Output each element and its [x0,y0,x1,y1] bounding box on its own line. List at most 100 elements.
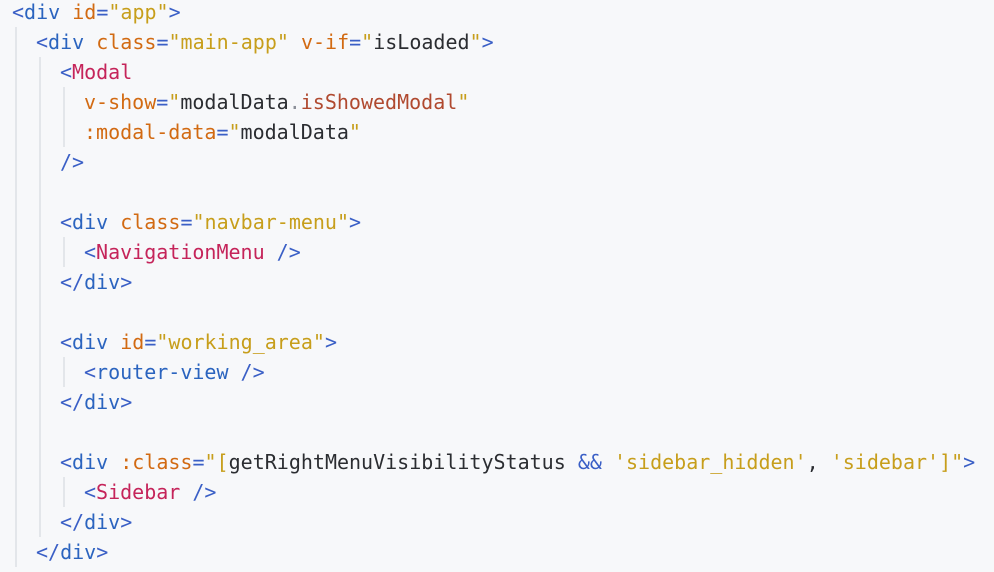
code-token: < [60,330,73,354]
code-token: "[ [204,450,229,474]
code-token [108,450,120,474]
code-token: div [24,0,61,24]
code-line[interactable]: </div> [36,537,108,567]
code-line[interactable]: </div> [60,507,132,537]
indent-guide [39,57,41,537]
code-token: isLoaded [373,30,470,54]
code-token: . [288,90,301,114]
code-token: < [12,0,25,24]
code-token [108,330,120,354]
code-token: " [469,30,482,54]
code-token: div [84,390,121,414]
code-token: "main-app" [168,30,289,54]
code-line[interactable]: <router-view /> [84,357,265,387]
code-token [566,450,578,474]
indent-guide [63,357,65,387]
code-token: < [84,480,97,504]
code-token: :class [120,450,193,474]
code-token [84,30,96,54]
code-token: "navbar-menu" [192,210,350,234]
code-token: getRightMenuVisibilityStatus [228,450,566,474]
code-token: " [228,120,241,144]
code-line[interactable]: <Sidebar /> [84,477,216,507]
code-token: :modal-data [84,120,217,144]
code-token: class [96,30,157,54]
code-token [60,0,72,24]
code-token: id [72,0,97,24]
code-token: div [72,450,109,474]
indent-guide [15,27,17,567]
code-token: 'sidebar_hidden' [613,450,807,474]
code-token: class [120,210,181,234]
code-token [180,480,192,504]
code-token: div [48,30,85,54]
code-token: Sidebar [96,480,181,504]
code-token: </ [36,540,61,564]
code-token: < [84,240,97,264]
code-token: </ [60,390,85,414]
code-token: > [120,270,133,294]
code-token: modalData [180,90,289,114]
code-line[interactable]: </div> [60,267,132,297]
code-token: /> [276,240,301,264]
code-token: /> [240,360,265,384]
code-token [229,360,241,384]
code-token: = [156,30,169,54]
code-token: > [96,540,109,564]
code-token: div [84,270,121,294]
code-token: v-show [84,90,157,114]
code-token: < [60,210,73,234]
code-token: " [168,90,181,114]
code-token: > [481,30,494,54]
code-token [265,240,277,264]
code-token: id [120,330,145,354]
code-token: , [806,450,831,474]
code-line[interactable]: <div class="navbar-menu"> [60,207,361,237]
code-token: 'sidebar' [830,450,940,474]
code-token: /> [60,150,85,174]
code-token: " [457,90,470,114]
code-line[interactable]: <div :class="[getRightMenuVisibilityStat… [60,447,975,477]
code-token: > [120,510,133,534]
code-token [602,450,614,474]
code-token: div [84,510,121,534]
code-token: div [72,210,109,234]
code-token: modalData [240,120,349,144]
code-line[interactable]: /> [60,147,84,177]
code-token: /> [192,480,217,504]
code-token: v-if [300,30,350,54]
code-token: = [349,30,362,54]
code-token: > [168,0,181,24]
code-token: isShowedModal [300,90,458,114]
code-token: < [36,30,49,54]
code-token: " [348,120,361,144]
indent-guide [63,477,65,507]
code-token: NavigationMenu [96,240,265,264]
code-token: && [577,450,602,474]
code-token: div [72,330,109,354]
code-token: </ [60,510,85,534]
code-line[interactable]: <div class="main-app" v-if="isLoaded"> [36,27,494,57]
code-line[interactable]: <div id="working_area"> [60,327,337,357]
code-line[interactable]: v-show="modalData.isShowedModal" [84,87,469,117]
code-token: = [192,450,205,474]
code-token [108,210,120,234]
indent-guide [63,87,65,147]
code-line[interactable]: <Modal [60,57,132,87]
code-token: < [84,360,97,384]
code-token: = [216,120,229,144]
code-line[interactable]: </div> [60,387,132,417]
code-token: router-view [96,360,229,384]
code-line[interactable]: <div id="app"> [12,0,181,27]
code-token: = [144,330,157,354]
code-token: "working_area" [156,330,325,354]
code-line[interactable]: <NavigationMenu /> [84,237,301,267]
code-token [289,30,301,54]
code-token: "app" [108,0,169,24]
code-token: </ [60,270,85,294]
code-token: " [361,30,374,54]
code-line[interactable]: :modal-data="modalData" [84,117,361,147]
code-token: div [60,540,97,564]
code-token: < [60,450,73,474]
